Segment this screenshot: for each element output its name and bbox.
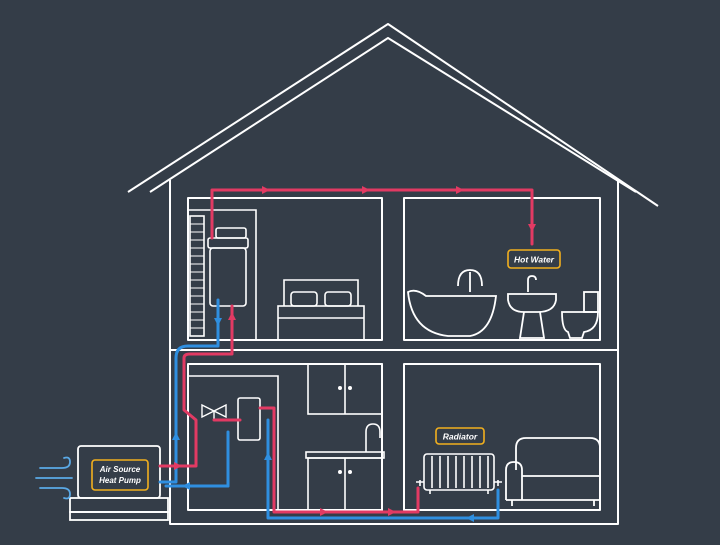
roof-outer — [127, 23, 659, 207]
toilet-cistern — [583, 291, 599, 313]
arrow — [262, 186, 270, 194]
radiator-feet — [429, 490, 489, 494]
room-bathroom — [403, 197, 601, 341]
arrow — [174, 462, 182, 470]
hot-flow-arrows — [174, 186, 536, 516]
label-heat-pump-text-2: Heat Pump — [99, 476, 141, 485]
bed-base — [277, 305, 365, 341]
arrow — [182, 482, 190, 490]
hot-water-cylinder — [209, 247, 247, 307]
hot-pipes — [158, 188, 534, 514]
heat-pump-plinth — [69, 511, 169, 521]
room-utility — [187, 363, 383, 511]
sink-pedestal — [518, 311, 546, 339]
arrow — [362, 186, 370, 194]
handle — [338, 470, 342, 474]
sofa-back — [515, 437, 601, 470]
pillow-left — [290, 291, 318, 307]
label-heat-pump-box — [91, 459, 149, 491]
utility-contents — [188, 363, 385, 511]
living-contents — [505, 437, 601, 506]
radiator-body — [423, 453, 495, 491]
bed-headboard — [283, 279, 359, 306]
house-walls — [169, 180, 619, 525]
cold-pipe-main — [158, 298, 220, 484]
sink-basin — [507, 293, 557, 313]
radiator — [416, 453, 502, 494]
handle — [338, 386, 342, 390]
arrow — [388, 508, 396, 516]
handle — [348, 470, 352, 474]
arrow — [172, 432, 180, 440]
cupboard-louvres — [190, 223, 204, 329]
hot-pipe-top-run — [210, 188, 534, 246]
hot-pipe-flow-up — [158, 304, 234, 468]
arrow — [214, 318, 222, 326]
bathtub — [407, 289, 498, 337]
arrow — [456, 186, 464, 194]
cupboard-louvre-panel — [189, 215, 205, 337]
label-hot-water-text: Hot Water — [514, 255, 555, 265]
air-flow-icon — [35, 456, 73, 500]
label-radiator: Radiator — [435, 427, 485, 445]
sofa-arm-left — [505, 461, 523, 500]
air-flow-line — [39, 487, 71, 500]
label-heat-pump-text-1: Air Source — [99, 465, 141, 474]
cold-flow-arrows — [172, 318, 474, 522]
cylinder-top-band — [207, 237, 249, 249]
arrow — [228, 312, 236, 320]
bathroom-contents — [407, 269, 599, 339]
arrow — [466, 514, 474, 522]
kitchen-tap — [365, 423, 381, 452]
label-radiator-box — [435, 427, 485, 445]
radiator-valve-right — [494, 480, 502, 486]
cylinder-cap — [215, 227, 247, 239]
sofa-legs — [511, 500, 595, 506]
label-hot-water: Hot Water — [507, 249, 561, 269]
handle — [348, 386, 352, 390]
cupboard-handles — [338, 386, 352, 474]
label-hot-water-box — [507, 249, 561, 269]
buffer-tank — [237, 397, 261, 441]
sofa-seat — [506, 475, 600, 501]
arrow — [320, 508, 328, 516]
air-flow-line — [39, 456, 71, 469]
three-way-valve — [201, 403, 227, 420]
hot-pipe-radiator-flow — [258, 406, 420, 514]
sink-tap — [527, 275, 537, 292]
label-radiator-text: Radiator — [443, 432, 478, 442]
pillow-right — [324, 291, 352, 307]
bedroom-contents — [188, 209, 365, 341]
utility-alcove — [188, 375, 279, 510]
label-heat-pump: Air Source Heat Pump — [91, 459, 149, 491]
arrow — [528, 224, 536, 232]
heat-pump-unit — [69, 445, 169, 521]
shower-head — [457, 269, 483, 287]
heat-pump-base — [69, 497, 169, 513]
radiator-fins — [431, 456, 489, 488]
arrow — [264, 452, 272, 460]
house-outline — [127, 23, 659, 525]
toilet-bowl — [561, 311, 599, 339]
worktop — [305, 451, 385, 459]
radiator-valve-left — [416, 480, 424, 486]
roof-inner — [149, 37, 637, 193]
room-living — [403, 363, 601, 511]
